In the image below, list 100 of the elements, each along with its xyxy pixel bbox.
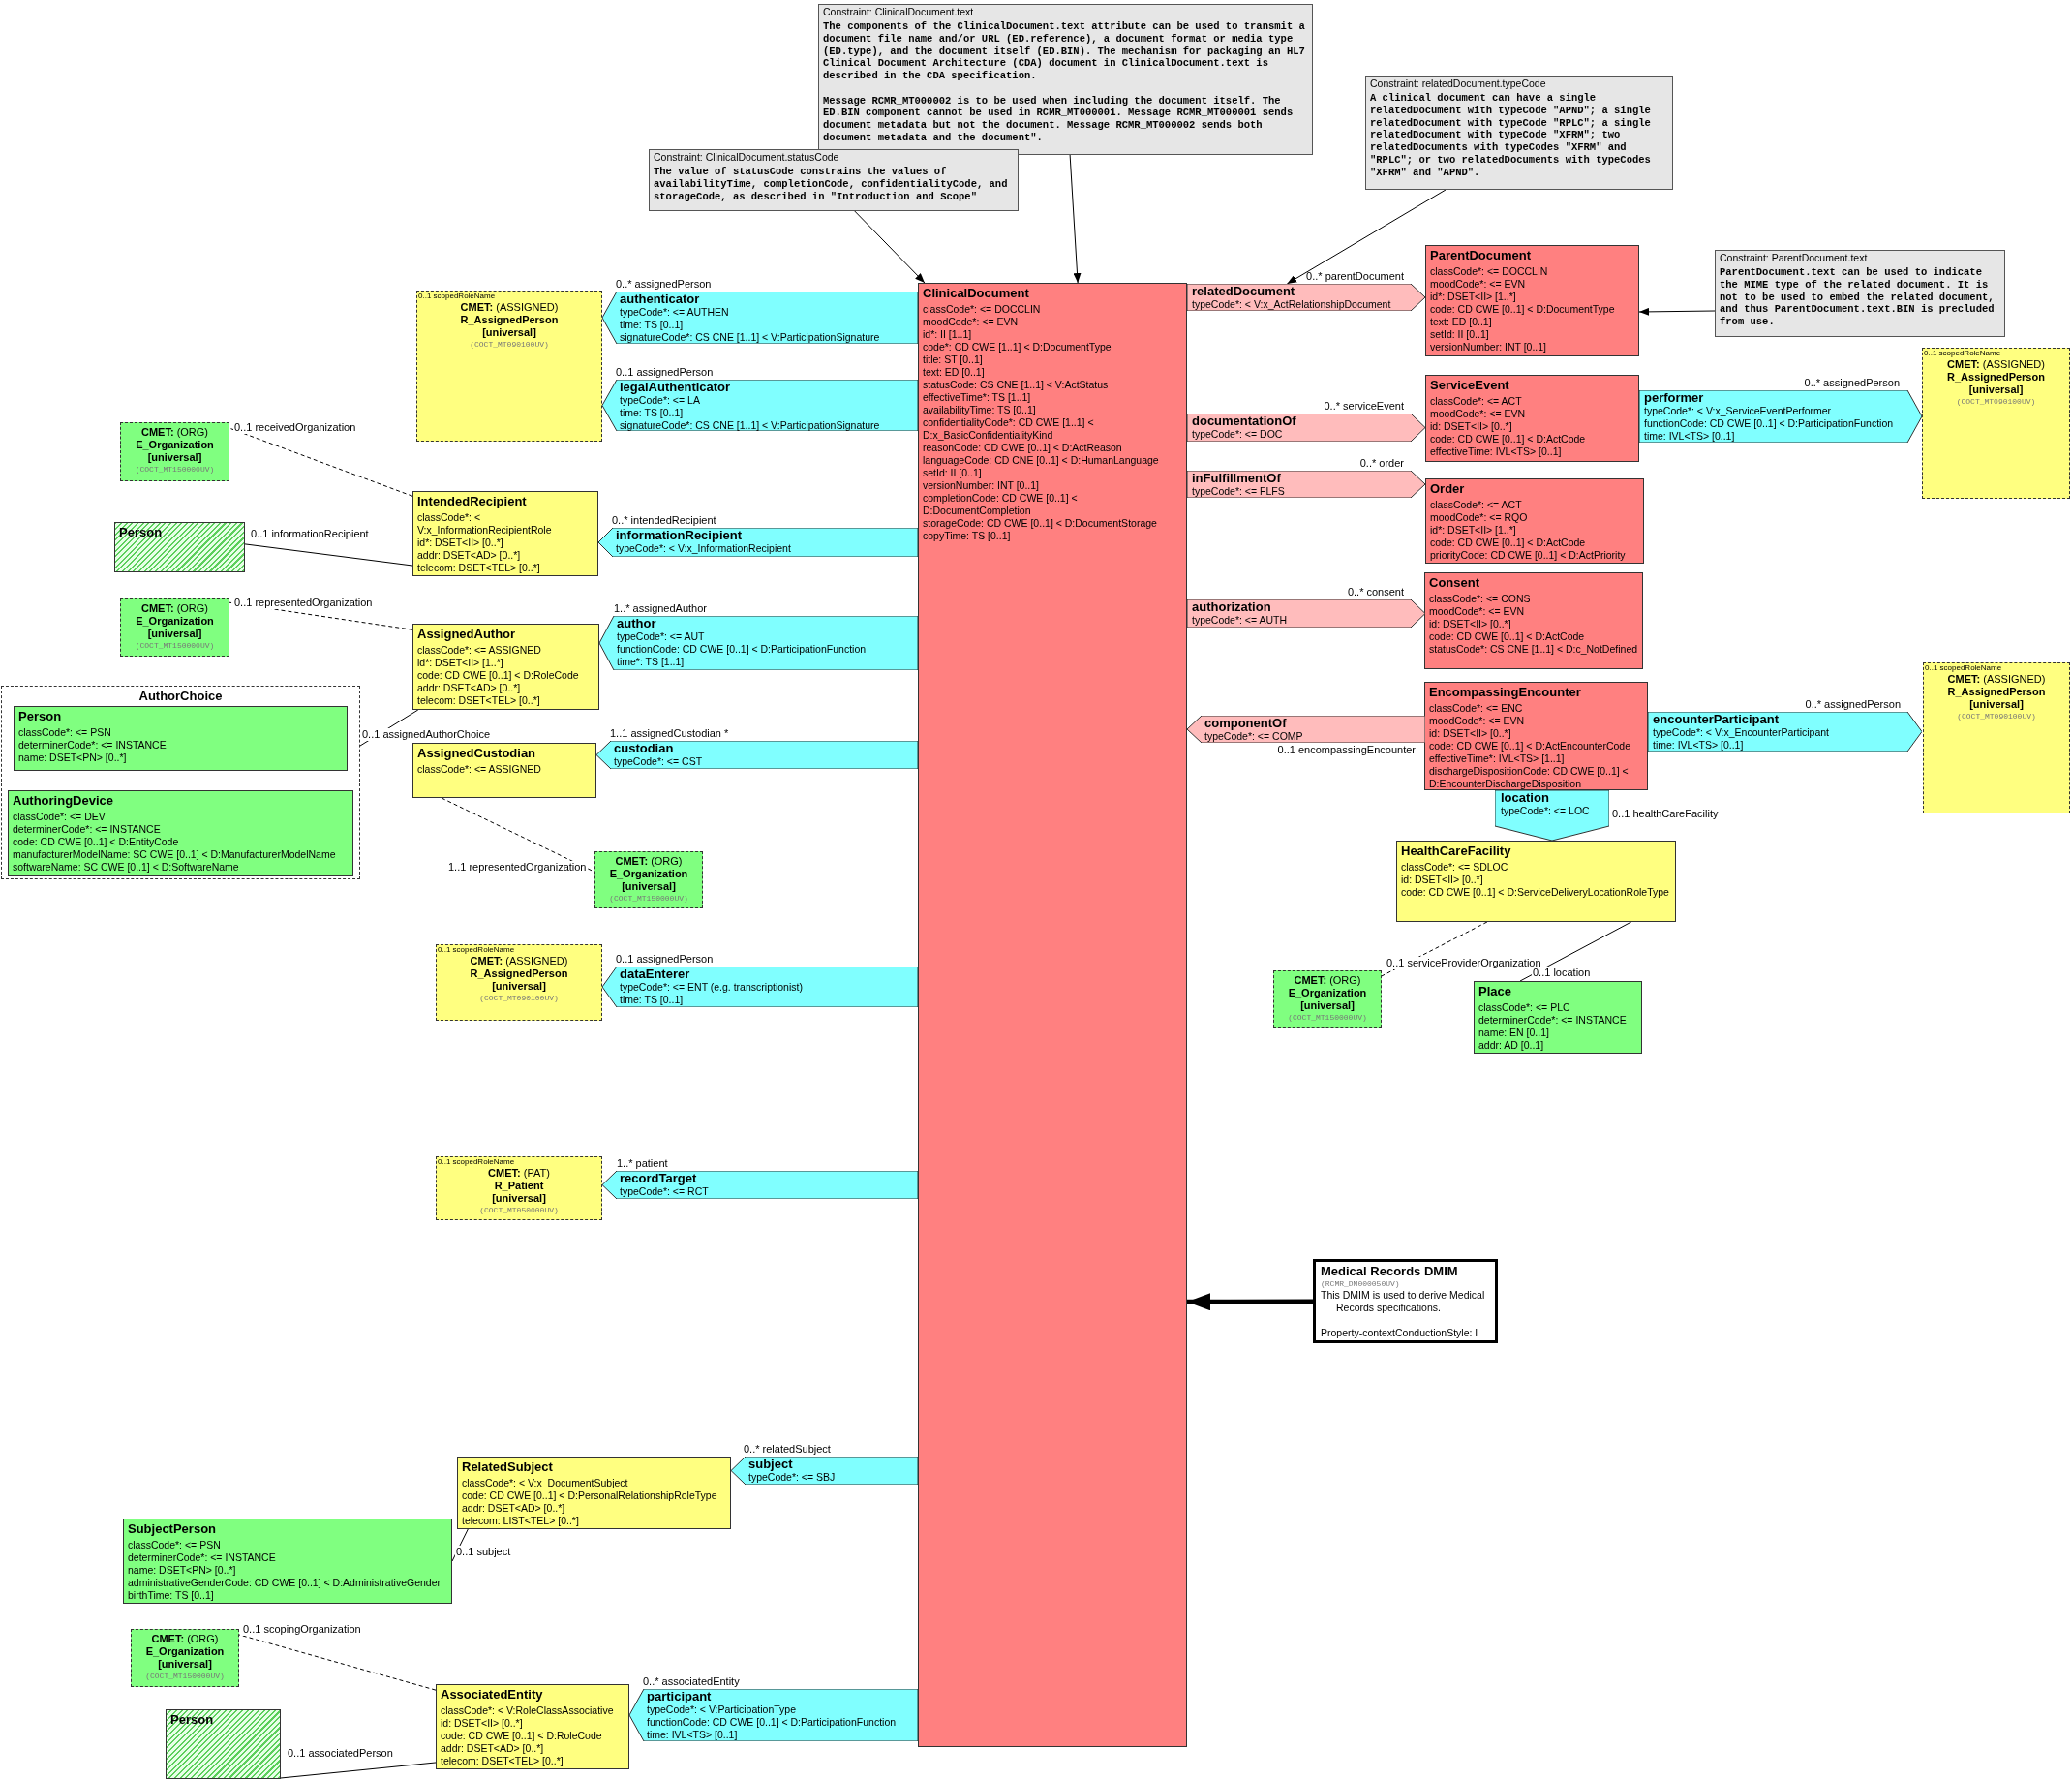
model-info-box	[1313, 1259, 1498, 1343]
attribute-text: classCode*: <= ASSIGNED	[417, 644, 542, 657]
attribute-text: classCode*: <= ASSIGNED	[417, 763, 542, 776]
attribute-text: time: IVL<TS> [0..1]	[1644, 430, 1736, 443]
dashed-association-line	[229, 427, 413, 497]
attribute-text: code: CD CWE [0..1] < D:PersonalRelationshipRoleType	[462, 1489, 718, 1502]
attribute-text: moodCode*: <= EVN	[923, 316, 1020, 328]
attribute-text: determinerCode*: <= INSTANCE	[13, 823, 162, 836]
attribute-text: time: TS [0..1]	[620, 407, 685, 419]
attribute-text: name: DSET<PN> [0..*]	[128, 1564, 237, 1577]
edge-label: 0..1 serviceProviderOrganization	[1386, 957, 1542, 969]
attribute-text: telecom: DSET<TEL> [0..*]	[441, 1755, 564, 1767]
cmet-kind-label: CMET: (ORG)	[614, 855, 684, 868]
attribute-text: code: CD CWE [0..1] < D:RoleCode	[441, 1730, 603, 1742]
attribute-text: dischargeDispositionCode: CD CWE [0..1] < D:EncounterDischargeDisposition	[1429, 765, 1630, 790]
attribute-text: typeCode*: <= SBJ	[748, 1471, 837, 1484]
cmet-box	[120, 422, 229, 481]
attribute-text: administrativeGenderCode: CD CWE [0..1] < D:AdministrativeGender	[128, 1577, 442, 1589]
cmet-kind-label: CMET: (ASSIGNED)	[1946, 673, 2047, 686]
attribute-text: copyTime: TS [0..1]	[923, 530, 1012, 542]
attribute-text: typeCode*: <= RCT	[620, 1185, 710, 1198]
attribute-text: time*: TS [1..1]	[617, 656, 686, 668]
relationship-name: recordTarget	[620, 1172, 698, 1185]
relationship-name: encounterParticipant	[1653, 713, 1781, 726]
arrow	[854, 210, 926, 284]
cmet-box	[131, 1629, 239, 1687]
cmet-name: R_AssignedPerson	[1946, 371, 2046, 384]
act-class-box	[1425, 478, 1644, 564]
cmet-box	[1922, 348, 2070, 499]
relationship-name: inFulfillmentOf	[1192, 472, 1282, 485]
model-title: Medical Records DMIM	[1321, 1264, 1459, 1278]
attribute-text: code: CD CWE [0..1] < D:ActCode	[1430, 433, 1587, 445]
multiplicity-label: 0..* parentDocument	[1306, 270, 1404, 283]
class-name: HealthCareFacility	[1401, 844, 1512, 858]
attribute-text: text: ED [0..1]	[923, 366, 986, 379]
attribute-text: signatureCode*: CS CNE [1..1] < V:ParticipationSignature	[620, 331, 881, 344]
class-name: AssignedAuthor	[417, 627, 517, 641]
relationship-name: custodian	[614, 742, 675, 755]
attribute-text: typeCode*: < V:x_ActRelationshipDocument	[1192, 298, 1392, 311]
cmet-identifier: (COCT_MT150000UV)	[608, 893, 689, 904]
class-name: Person	[119, 525, 164, 539]
attribute-text: typeCode*: <= AUTH	[1192, 614, 1289, 627]
role-name-label: 0..1 scopedRoleName	[418, 292, 496, 300]
multiplicity-label: 1..1 assignedCustodian *	[610, 727, 729, 740]
class-name: Person	[18, 709, 63, 723]
cmet-name: E_Organization	[608, 868, 689, 880]
attribute-text: code: CD CWE [0..1] < D:DocumentType	[1430, 303, 1616, 316]
cmet-identifier: (COCT_MT150000UV)	[144, 1671, 226, 1681]
constraint-title: Constraint: ClinicalDocument.text	[823, 6, 975, 18]
constraint-note	[1365, 76, 1673, 190]
attribute-text: text: ED [0..1]	[1430, 316, 1493, 328]
multiplicity-label: 0..* serviceEvent	[1324, 400, 1404, 413]
edge-label: 0..1 representedOrganization	[233, 597, 374, 609]
edge-label: 0..1 scopingOrganization	[242, 1623, 362, 1636]
attribute-text: functionCode: CD CWE [0..1] < D:ParticipationFunction	[647, 1716, 898, 1729]
relationship-name: authenticator	[620, 292, 701, 306]
cmet-name: E_Organization	[135, 615, 215, 628]
relationship-name: authorization	[1192, 600, 1272, 614]
attribute-text: classCode*: <= PLC	[1478, 1001, 1571, 1014]
cmet-box	[120, 598, 229, 657]
attribute-text: typeCode*: <= LOC	[1501, 805, 1591, 817]
multiplicity-label: 0..* associatedEntity	[643, 1675, 740, 1688]
constraint-note	[1715, 250, 2005, 337]
attribute-text: addr: DSET<AD> [0..*]	[462, 1502, 566, 1515]
cmet-identifier: (COCT_MT090100UV)	[478, 993, 560, 1003]
role-name-label: 0..1 scopedRoleName	[1924, 349, 2001, 357]
relationship-name: participant	[647, 1690, 713, 1703]
attribute-text: classCode*: <= ENC	[1429, 702, 1524, 715]
attribute-text: functionCode: CD CWE [0..1] < D:ParticipationFunction	[1644, 417, 1895, 430]
attribute-text: time: TS [0..1]	[620, 319, 685, 331]
attribute-text: storageCode: CD CWE [0..1] < D:DocumentStorage	[923, 517, 1158, 530]
attribute-text: reasonCode: CD CWE [0..1] < D:ActReason	[923, 442, 1123, 454]
cmet-identifier: (COCT_MT150000UV)	[134, 640, 216, 651]
attribute-text: name: DSET<PN> [0..*]	[18, 752, 128, 764]
role-class-box	[412, 624, 599, 710]
act-class-box	[1425, 245, 1639, 356]
multiplicity-label: 0..* consent	[1347, 586, 1404, 598]
constraint-text: ParentDocument.text can be used to indicate the MIME type of the related document. It is not to be used to embed the related document, and thus ParentDocument.text.BIN is precluded from use.	[1720, 266, 1996, 328]
attribute-text: classCode*: <= DEV	[13, 811, 107, 823]
constraint-title: Constraint: relatedDocument.typeCode	[1370, 77, 1547, 90]
attribute-text: moodCode*: <= EVN	[1430, 278, 1527, 291]
attribute-text: typeCode*: < V:x_InformationRecipient	[616, 542, 792, 555]
multiplicity-label: 1..* patient	[617, 1157, 668, 1170]
cmet-box	[436, 1156, 602, 1220]
attribute-text: setId: II [0..1]	[1430, 328, 1490, 341]
attribute-text: manufacturerModelName: SC CWE [0..1] < D:ManufacturerModelName	[13, 848, 337, 861]
attribute-text: signatureCode*: CS CNE [1..1] < V:ParticipationSignature	[620, 419, 881, 432]
multiplicity-label: 0..* order	[1359, 457, 1404, 470]
edge-label: 0..1 assignedAuthorChoice	[361, 728, 492, 741]
attribute-text: id*: DSET<II> [1..*]	[1430, 524, 1517, 537]
cmet-name: E_Organization	[144, 1645, 226, 1658]
attribute-text: name: EN [0..1]	[1478, 1027, 1550, 1039]
association-line	[244, 543, 413, 567]
multiplicity-label: 0..* intendedRecipient	[612, 514, 716, 527]
attribute-text: versionNumber: INT [0..1]	[1430, 341, 1548, 353]
constraint-note	[649, 149, 1019, 211]
cmet-identifier: (COCT_MT090100UV)	[1955, 396, 2037, 407]
cmet-box	[436, 944, 602, 1021]
attribute-text: addr: DSET<AD> [0..*]	[417, 682, 522, 694]
entity-stub-box	[166, 1709, 281, 1779]
